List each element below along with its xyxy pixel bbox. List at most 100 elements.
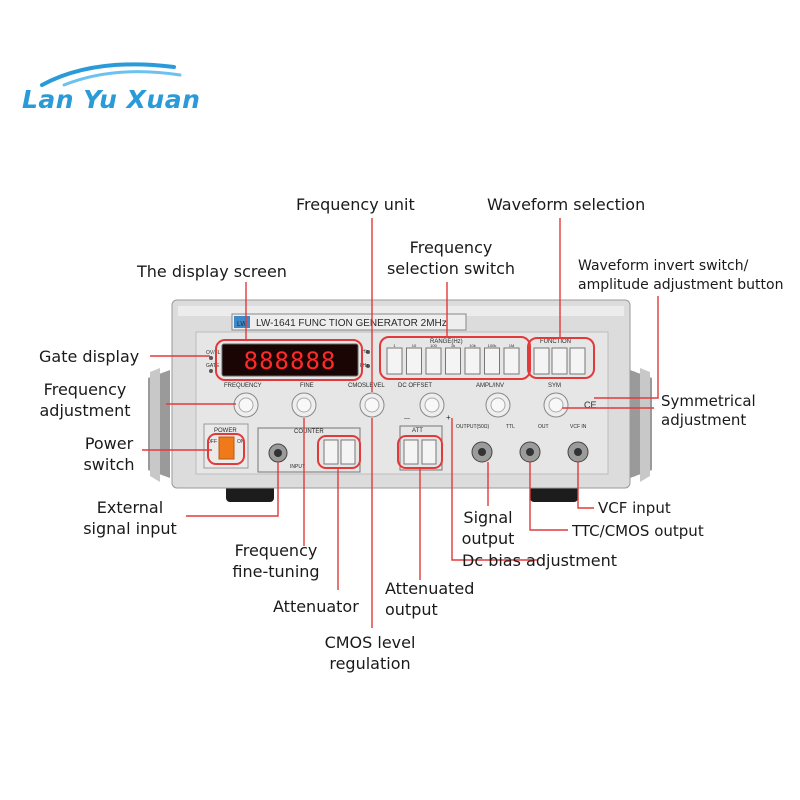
range-button[interactable] — [406, 347, 422, 375]
power-button[interactable] — [218, 436, 235, 460]
power-label: POWER — [214, 428, 237, 434]
annotation-cmos-level: CMOS level regulation — [320, 632, 420, 674]
annotation-power-switch-line2: switch — [83, 455, 135, 474]
att-label: ATT — [412, 428, 423, 434]
range-step-label: 1M — [509, 343, 515, 348]
att-20db-button[interactable] — [403, 439, 419, 465]
range-highlight — [379, 336, 531, 380]
annotation-signal-output-line2: output — [461, 529, 515, 548]
fine-knob-label: FINE — [300, 383, 314, 389]
symmetry-knob[interactable] — [543, 392, 569, 418]
ttl-label: TTL — [506, 424, 515, 430]
led-khz — [366, 364, 370, 368]
function-highlight — [527, 337, 595, 379]
function-button-group — [533, 347, 586, 375]
range-button[interactable] — [386, 347, 403, 375]
annotation-frequency-selection-line2: selection switch — [386, 259, 516, 278]
signal-output-connector[interactable] — [471, 441, 493, 463]
power-highlight — [207, 433, 245, 465]
annotation-signal-output: Signal output — [458, 507, 518, 549]
title-plate — [231, 313, 467, 331]
cmos-level-label: CMOSLEVEL — [348, 383, 385, 389]
model-title: LW-1641 FUNC TION GENERATOR 2MHz — [256, 318, 447, 329]
external-input-connector[interactable] — [268, 443, 288, 463]
range-button[interactable] — [425, 347, 442, 375]
counter-highlight — [317, 435, 361, 469]
annotation-vcf-input: VCF input — [598, 499, 671, 517]
frequency-knob-label: FREQUENCY — [224, 383, 262, 389]
counter-attenuator-button[interactable] — [323, 439, 339, 465]
fine-knob[interactable] — [291, 392, 317, 418]
range-step-label: 10 — [412, 343, 417, 348]
amplitude-knob[interactable] — [485, 392, 511, 418]
input-label: INPUT — [290, 464, 305, 470]
range-button[interactable] — [503, 347, 520, 375]
range-button[interactable] — [445, 347, 461, 375]
vcf-input-connector[interactable] — [567, 441, 589, 463]
annotation-frequency-fine: Frequency fine-tuning — [228, 540, 324, 582]
brand-swoosh-icon — [40, 62, 182, 87]
power-on-label: ON — [237, 439, 245, 445]
annotation-attenuated-output-line1: Attenuated — [385, 579, 475, 598]
output-50-label: OUTPUT(50Ω) — [456, 424, 490, 430]
frequency-knob[interactable] — [233, 392, 259, 418]
range-button[interactable] — [484, 347, 500, 375]
annotation-symmetrical-adjustment-line1: Symmetrical — [661, 392, 756, 410]
annotation-frequency-unit: Frequency unit — [296, 195, 415, 214]
annotation-waveform-invert-line2: amplitude adjustment button — [578, 277, 784, 293]
brand-name: Lan Yu Xuan — [22, 85, 201, 114]
led-ovfl — [209, 356, 213, 360]
annotation-frequency-fine-line2: fine-tuning — [232, 562, 320, 581]
annotation-ttc-cmos-output: TTC/CMOS output — [572, 522, 704, 540]
annotation-attenuator: Attenuator — [273, 597, 359, 616]
function-triangle-button[interactable] — [551, 347, 568, 375]
annotation-power-switch: Power switch — [80, 433, 138, 475]
att-40db-button[interactable] — [421, 439, 437, 465]
cmos-level-knob[interactable] — [359, 392, 385, 418]
display-screen — [221, 343, 359, 377]
annotation-waveform-invert-line1: Waveform invert switch/ — [578, 258, 749, 274]
annotation-cmos-level-line2: regulation — [329, 654, 411, 673]
function-sine-button[interactable] — [569, 347, 586, 375]
out-label: OUT — [538, 424, 549, 430]
annotation-external-signal: External signal input — [80, 497, 180, 539]
range-step-label: 100k — [488, 343, 497, 348]
led-hz — [366, 350, 370, 354]
annotation-frequency-selection-line1: Frequency — [409, 238, 493, 257]
range-button[interactable] — [464, 347, 481, 375]
range-step-label: 10k — [469, 343, 475, 348]
dc-offset-knob[interactable] — [419, 392, 445, 418]
annotation-symmetrical-adjustment: Symmetrical adjustment — [661, 392, 756, 430]
sym-label: SYM — [548, 383, 561, 389]
ampl-inv-label: AMPL/INV — [476, 383, 504, 389]
range-step-label: 100 — [430, 343, 437, 348]
annotation-frequency-fine-line1: Frequency — [234, 541, 318, 560]
annotation-gate-display: Gate display — [39, 347, 140, 366]
function-square-button[interactable] — [533, 347, 550, 375]
led-khz-label: kHz — [360, 363, 369, 369]
display-highlight — [215, 339, 363, 381]
plus-label: + — [446, 413, 451, 422]
annotation-waveform-invert: Waveform invert switch/ amplitude adjust… — [578, 257, 783, 295]
range-label: RANGE(Hz) — [430, 339, 463, 345]
annotation-symmetrical-adjustment-line2: adjustment — [661, 411, 747, 429]
led-gate — [209, 369, 213, 373]
function-label: FUNCTION — [540, 339, 571, 345]
power-off-label: OFF — [207, 439, 217, 445]
ttl-output-connector[interactable] — [519, 441, 541, 463]
annotation-frequency-selection: Frequency selection switch — [383, 237, 519, 279]
annotation-attenuated-output: Attenuated output — [385, 578, 474, 620]
counter-gate-button[interactable] — [340, 439, 356, 465]
annotation-frequency-adjustment-line2: adjustment — [39, 401, 131, 420]
annotation-display-screen: The display screen — [137, 262, 287, 281]
device-logo-text: LW — [237, 321, 247, 328]
minus-label: — — [404, 416, 410, 422]
annotation-external-signal-line2: signal input — [83, 519, 177, 538]
ce-mark: CE — [584, 400, 597, 410]
led-hz-label: Hz — [362, 349, 369, 355]
annotation-cmos-level-line1: CMOS level — [324, 633, 416, 652]
range-step-label: 1 — [393, 343, 396, 348]
